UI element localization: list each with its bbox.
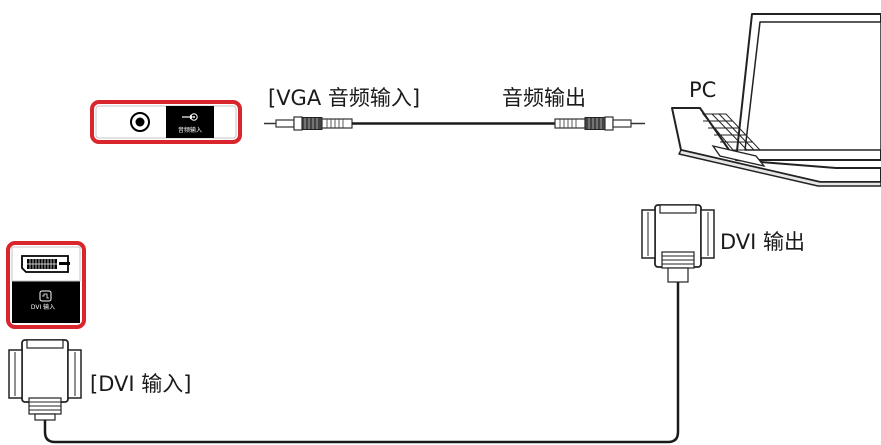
dvi-output-connector bbox=[641, 204, 715, 283]
audio-input-panel bbox=[90, 100, 242, 144]
dvi-input-icon bbox=[39, 290, 52, 302]
audio-jack-icon bbox=[130, 112, 150, 132]
dvi-input-label: [DVI 输入] bbox=[90, 372, 192, 396]
audio-input-port-label: 音频输入 bbox=[177, 127, 202, 134]
laptop-icon bbox=[671, 13, 881, 187]
audio-plug-right bbox=[554, 116, 645, 131]
vga-audio-input-label: [VGA 音频输入] bbox=[268, 86, 421, 110]
dvi-output-label: DVI 输出 bbox=[720, 230, 806, 254]
pc-label: PC bbox=[689, 78, 717, 102]
laptop-keyboard bbox=[701, 113, 762, 151]
dvi-input-connector bbox=[8, 339, 82, 421]
audio-label-block bbox=[166, 106, 214, 138]
audio-cable bbox=[264, 116, 645, 131]
dvi-cable bbox=[43, 282, 680, 444]
dvi-port-icon bbox=[21, 255, 70, 273]
audio-output-label: 音频输出 bbox=[502, 86, 586, 110]
audio-plug-left bbox=[264, 116, 353, 131]
dvi-input-port-label: DVI 输入 bbox=[30, 304, 56, 311]
audio-input-arrow-icon bbox=[182, 113, 198, 121]
laptop-trackpad bbox=[711, 144, 766, 168]
dvi-input-panel bbox=[6, 241, 86, 329]
